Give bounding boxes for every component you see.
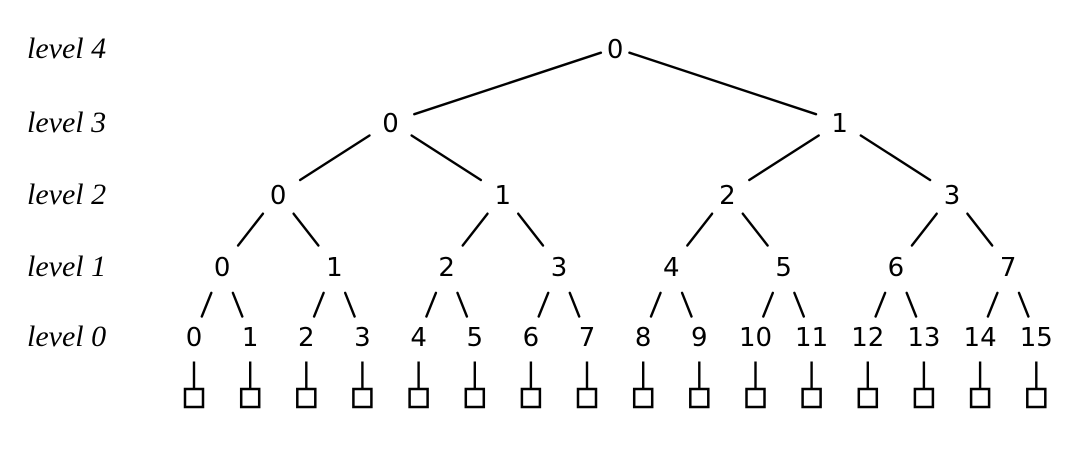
tree-node-level0-15: 15 — [1020, 323, 1053, 353]
leaf-box-7 — [576, 387, 598, 409]
tree-node-level0-14: 14 — [964, 323, 997, 353]
leaf-box-15 — [1026, 387, 1047, 409]
tree-edge-level3-to-child-0 — [298, 134, 371, 182]
tree-edge-level2-to-child-3 — [517, 212, 545, 247]
tree-edge-level1-to-child-7 — [568, 291, 581, 318]
tree-edge-level2-to-child-7 — [966, 212, 994, 247]
leaf-box-12 — [857, 387, 879, 409]
tree-node-level4-0: 0 — [607, 35, 624, 65]
tree-node-level3-0: 0 — [382, 109, 399, 139]
tree-node-level0-5: 5 — [467, 323, 484, 353]
tree-node-level0-4: 4 — [410, 323, 427, 353]
leaf-box-10 — [745, 387, 766, 409]
leaf-box-14 — [969, 387, 991, 409]
row-label-level-3: level 3 — [27, 106, 106, 139]
row-label-level-1: level 1 — [27, 250, 106, 283]
tree-node-level1-7: 7 — [1000, 253, 1017, 283]
tree-edge-level1-to-child-12 — [874, 291, 887, 318]
tree-edge-level1-to-child-10 — [762, 291, 774, 318]
tree-node-level2-1: 1 — [495, 181, 512, 211]
tree-edge-level1-to-child-1 — [231, 291, 244, 318]
tree-node-level1-3: 3 — [551, 253, 568, 283]
tree-node-level0-1: 1 — [242, 323, 259, 353]
tree-edge-level2-to-child-2 — [461, 212, 489, 247]
leaf-box-8 — [632, 387, 654, 409]
tree-node-level0-8: 8 — [635, 323, 652, 353]
tree-node-level0-12: 12 — [851, 323, 884, 353]
tree-node-level1-1: 1 — [326, 253, 343, 283]
leaf-box-4 — [408, 387, 429, 409]
leaf-box-6 — [520, 387, 542, 409]
tree-node-level0-3: 3 — [354, 323, 371, 353]
tree-edge-level1-to-child-5 — [456, 291, 469, 318]
tree-node-level0-13: 13 — [907, 323, 940, 353]
row-label-level-0: level 0 — [27, 320, 106, 353]
tree-node-level1-6: 6 — [888, 253, 905, 283]
tree-node-level1-0: 0 — [214, 253, 231, 283]
tree-node-level1-5: 5 — [775, 253, 792, 283]
leaf-box-3 — [352, 387, 373, 409]
tree-edge-level2-to-child-6 — [910, 212, 938, 247]
tree-edge-level1-to-child-8 — [649, 291, 662, 318]
tree-edge-level1-to-child-9 — [680, 291, 693, 318]
tree-edge-level3-to-child-2 — [748, 134, 820, 182]
tree-node-level0-7: 7 — [579, 323, 596, 353]
leaf-box-0 — [183, 387, 205, 409]
leaf-box-2 — [296, 387, 317, 409]
leaf-box-5 — [464, 387, 486, 409]
tree-edge-level1-to-child-6 — [537, 291, 550, 318]
leaf-box-9 — [689, 387, 710, 409]
tree-node-level1-2: 2 — [438, 253, 455, 283]
tree-node-level2-3: 3 — [944, 181, 961, 211]
tree-edge-level1-to-child-13 — [905, 291, 918, 318]
tree-node-level2-2: 2 — [719, 181, 736, 211]
leaf-box-11 — [801, 387, 822, 409]
row-label-level-2: level 2 — [27, 178, 106, 211]
tree-edge-level1-to-child-15 — [1017, 291, 1030, 318]
tree-node-level0-11: 11 — [795, 323, 828, 353]
tree-edge-level1-to-child-0 — [200, 291, 213, 318]
tree-edge-level2-to-child-5 — [741, 212, 769, 247]
tree-edge-level4-to-child-0 — [413, 51, 603, 116]
tree-node-level0-10: 10 — [739, 323, 772, 353]
tree-edge-level3-to-child-1 — [410, 134, 483, 182]
tree-node-level0-0: 0 — [186, 323, 203, 353]
tree-edge-level1-to-child-2 — [312, 291, 325, 318]
row-label-level-4: level 4 — [27, 32, 106, 65]
tree-edge-level1-to-child-4 — [425, 291, 438, 318]
tree-edge-level2-to-child-0 — [236, 212, 265, 247]
leaf-box-1 — [239, 387, 261, 409]
tree-edge-level1-to-child-14 — [986, 291, 999, 318]
tree-edge-level2-to-child-4 — [686, 212, 714, 247]
tree-edge-level1-to-child-3 — [344, 291, 356, 318]
tree-edge-level1-to-child-11 — [793, 291, 805, 318]
leaf-box-13 — [913, 387, 935, 409]
tree-edge-level2-to-child-1 — [292, 212, 320, 247]
tree-node-level2-0: 0 — [270, 181, 287, 211]
tree-node-level3-1: 1 — [831, 109, 848, 139]
tree-node-level1-4: 4 — [663, 253, 680, 283]
tree-node-level0-2: 2 — [298, 323, 315, 353]
tree-edge-level3-to-child-3 — [859, 134, 932, 182]
tree-edge-level4-to-child-1 — [628, 51, 818, 116]
tree-node-level0-6: 6 — [523, 323, 540, 353]
tree-node-level0-9: 9 — [691, 323, 708, 353]
